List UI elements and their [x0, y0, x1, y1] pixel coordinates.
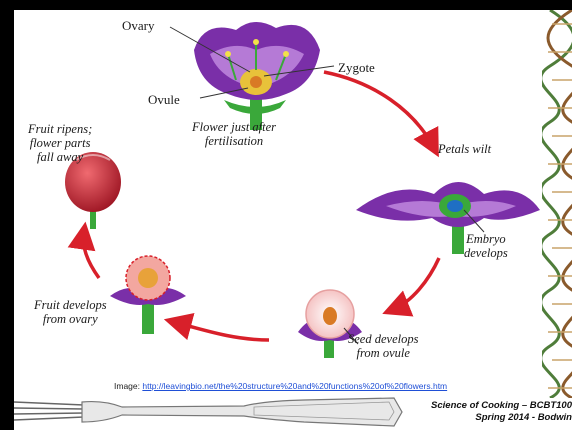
dna-helix-decoration — [542, 10, 572, 398]
label-zygote: Zygote — [338, 60, 375, 76]
wilted-flower — [356, 182, 540, 254]
caption-line: develops — [464, 246, 508, 260]
caption-seed-develops: Seed develops from ovule — [348, 332, 418, 360]
caption-flower-after-fertilisation: Flower just after fertilisation — [192, 120, 276, 148]
label-ovule: Ovule — [148, 92, 180, 108]
caption-line: Embryo — [464, 232, 508, 246]
arrow-seed-to-fruit — [174, 322, 269, 340]
caption-line: Fruit develops — [34, 298, 107, 312]
slide: Ovary Zygote Ovule Flower just after fer… — [14, 10, 572, 430]
arrow-wilt-to-seed — [392, 258, 439, 310]
fork-decoration — [14, 392, 414, 430]
caption-embryo-develops: Embryo develops — [464, 232, 508, 260]
credit-link[interactable]: http://leavingbio.net/the%20structure%20… — [142, 381, 447, 391]
caption-line: Petals wilt — [438, 142, 491, 156]
caption-line: fall away — [28, 150, 92, 164]
caption-line: fertilisation — [192, 134, 276, 148]
course-footer: Science of Cooking – BCBT100 Spring 2014… — [431, 400, 572, 424]
caption-fruit-develops: Fruit develops from ovary — [34, 298, 107, 326]
image-credit: Image: http://leavingbio.net/the%20struc… — [114, 381, 447, 391]
arrow-flower-to-wilt — [324, 72, 434, 148]
flower-after-fertilisation — [170, 22, 334, 130]
caption-line: Flower just after — [192, 120, 276, 134]
credit-prefix: Image: — [114, 381, 142, 391]
arrow-fruit-to-ripe — [84, 232, 99, 278]
caption-line: Seed develops — [348, 332, 418, 346]
footer-term: Spring 2014 - Bodwin — [431, 412, 572, 424]
caption-petals-wilt: Petals wilt — [438, 142, 491, 156]
caption-fruit-ripens: Fruit ripens; flower parts fall away — [28, 122, 92, 164]
caption-line: Fruit ripens; — [28, 122, 92, 136]
label-ovary: Ovary — [122, 18, 155, 34]
caption-line: flower parts — [28, 136, 92, 150]
footer-course: Science of Cooking – BCBT100 — [431, 400, 572, 412]
caption-line: from ovule — [348, 346, 418, 360]
caption-line: from ovary — [34, 312, 107, 326]
